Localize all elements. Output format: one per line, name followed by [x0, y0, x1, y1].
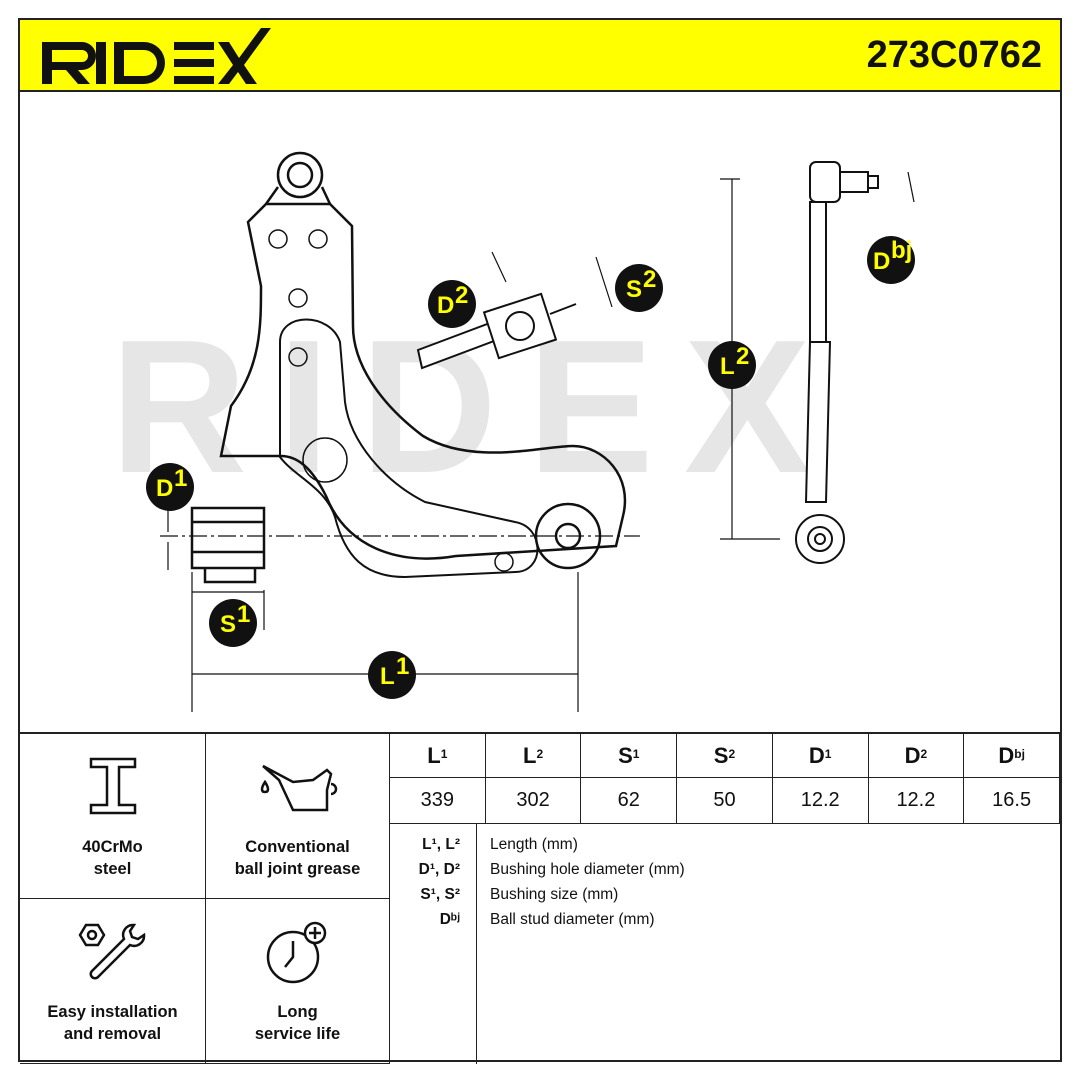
- clock-plus-icon: [266, 921, 326, 984]
- ridex-logo: [42, 28, 271, 84]
- spec-value: 302: [485, 778, 582, 824]
- spec-value: 16.5: [964, 778, 1060, 824]
- svg-text:D: D: [156, 475, 173, 502]
- arm-side-view: [795, 161, 879, 564]
- svg-text:1: 1: [237, 601, 250, 628]
- legend-key: S¹, S²: [420, 886, 460, 903]
- control-arm: [190, 151, 627, 584]
- svg-text:D: D: [437, 292, 454, 319]
- svg-text:2: 2: [736, 343, 749, 370]
- legend-key: D¹, D²: [418, 861, 460, 878]
- svg-text:S: S: [220, 611, 236, 638]
- svg-text:2: 2: [643, 266, 656, 293]
- svg-text:1: 1: [174, 465, 187, 492]
- oil-can-icon: [260, 764, 337, 812]
- spec-value: 50: [677, 778, 773, 824]
- svg-text:2: 2: [455, 282, 468, 309]
- svg-text:bj: bj: [891, 237, 912, 264]
- header: 273C0762: [20, 20, 1060, 92]
- part-number: 273C0762: [866, 34, 1042, 76]
- legend-descriptions: Length (mm) Bushing hole diameter (mm) Bus…: [490, 824, 685, 932]
- svg-text:L: L: [720, 353, 735, 380]
- legend-keys: L¹, L² D¹, D² S¹, S² Dᵇʲ: [390, 824, 477, 1064]
- legend-description: Bushing size (mm): [490, 886, 619, 903]
- rear-bushing: [416, 292, 577, 370]
- spec-value: 12.2: [868, 778, 965, 824]
- spec-value: 339: [390, 778, 486, 824]
- svg-text:D: D: [873, 248, 890, 275]
- i-beam-icon: [89, 757, 136, 815]
- svg-text:S: S: [626, 276, 642, 303]
- legend-description: Bushing hole diameter (mm): [490, 861, 685, 878]
- svg-text:1: 1: [396, 653, 409, 680]
- wrench-nut-icon: [78, 923, 145, 980]
- legend-key: L¹, L²: [422, 836, 460, 853]
- legend-description: Length (mm): [490, 836, 578, 853]
- svg-text:L: L: [380, 663, 395, 690]
- spec-value: 12.2: [772, 778, 869, 824]
- legend-description: Ball stud diameter (mm): [490, 911, 655, 928]
- legend-key: Dᵇʲ: [439, 911, 460, 928]
- spec-value: 62: [581, 778, 678, 824]
